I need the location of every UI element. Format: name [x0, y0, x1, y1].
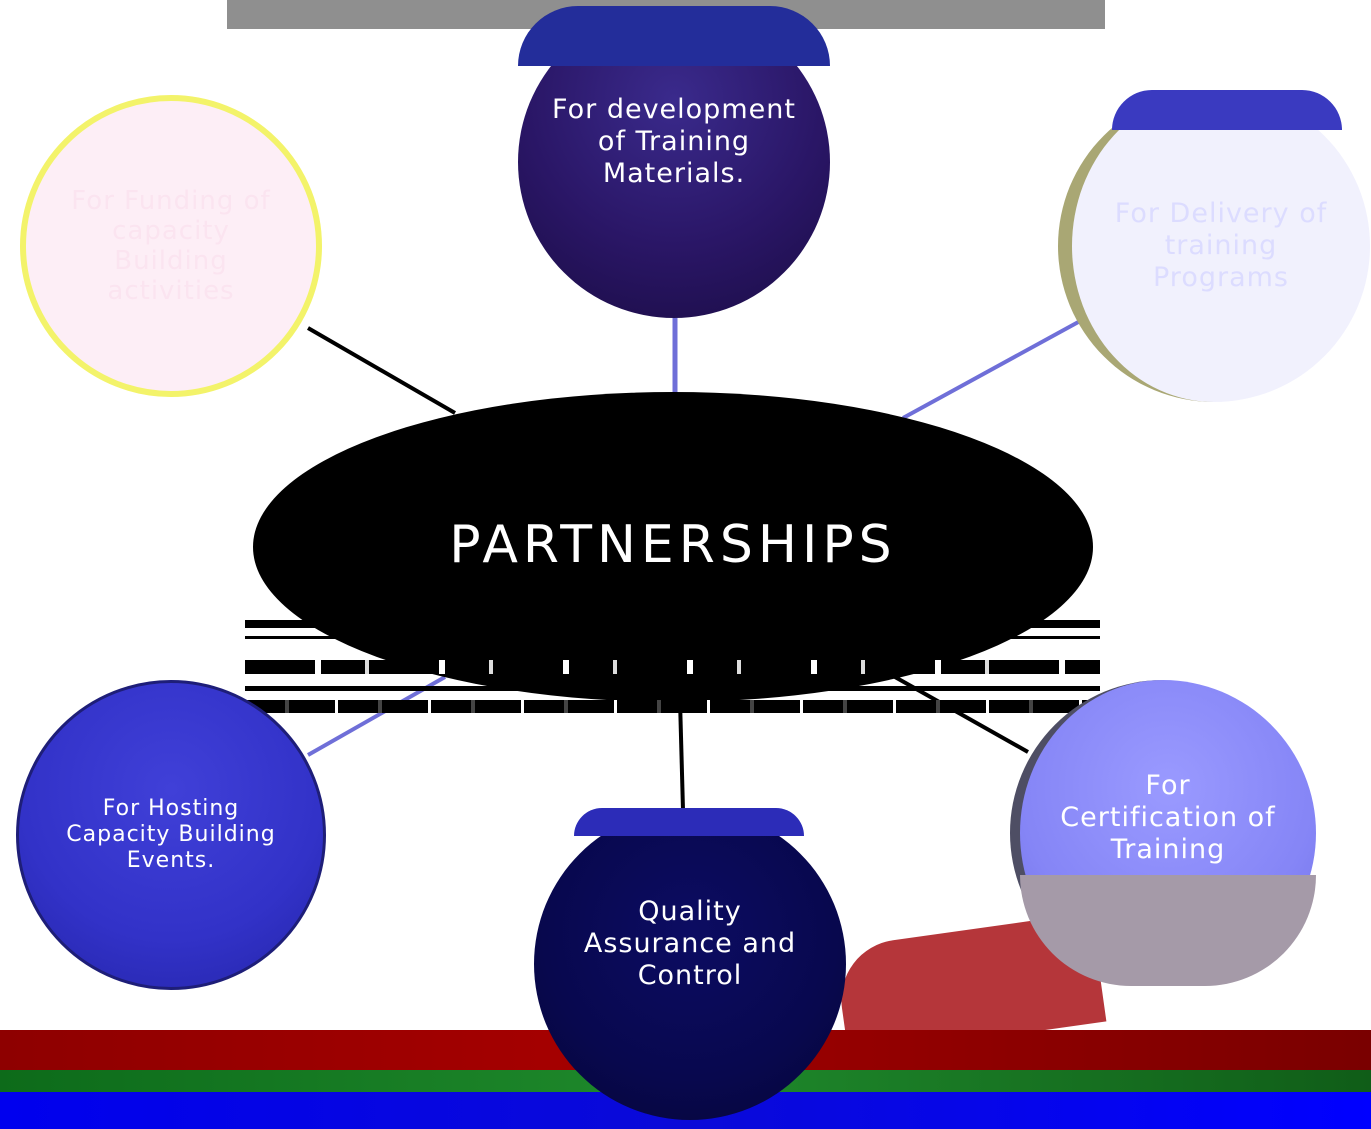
glitch-band [245, 660, 1100, 674]
glitch-band [245, 620, 1100, 628]
node-cap [518, 6, 830, 66]
node-cap [574, 808, 804, 836]
node-hosting: For Hosting Capacity Building Events. [16, 680, 326, 990]
node-label: For Certification of Training [1060, 770, 1276, 865]
node-label: For Hosting Capacity Building Events. [66, 796, 276, 873]
node-quality: Quality Assurance and Control [534, 808, 846, 1120]
node-training-materials: For development of Training Materials. [518, 6, 830, 318]
node-label: For Delivery of training Programs [1114, 198, 1328, 293]
node-label: For Funding of capacity Building activit… [71, 186, 271, 306]
glitch-band [245, 636, 1100, 639]
connector-left [306, 326, 457, 415]
node-cap [1112, 90, 1342, 130]
node-funding: For Funding of capacity Building activit… [20, 95, 322, 397]
glitch-band [245, 686, 1100, 691]
center-label: PARTNERSHIPS [449, 515, 897, 575]
node-label: For development of Training Materials. [552, 94, 796, 189]
node-label: Quality Assurance and Control [583, 896, 797, 991]
center-node: PARTNERSHIPS [253, 392, 1093, 702]
node-certification: For Certification of Training [1010, 680, 1316, 986]
connector-right [902, 318, 1083, 420]
node-delivery: For Delivery of training Programs [1058, 90, 1370, 402]
glitch-band [245, 700, 1100, 713]
connector-bottom [678, 699, 685, 811]
